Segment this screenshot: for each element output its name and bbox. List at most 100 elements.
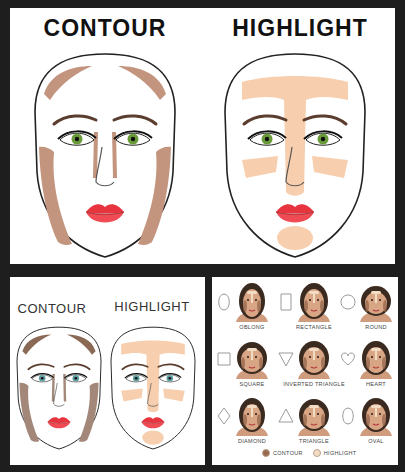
highlight-area (142, 430, 164, 444)
contour-mark (303, 414, 307, 426)
face-shape (243, 404, 261, 430)
contour-mark (321, 357, 325, 369)
contour-mark (259, 357, 263, 369)
contour-area (44, 66, 92, 100)
hair (299, 399, 329, 431)
lips (373, 367, 379, 368)
nose (96, 147, 114, 186)
contour-mark (366, 357, 370, 369)
contour-mark (382, 414, 386, 426)
shape-icon (218, 353, 230, 365)
iris (318, 134, 329, 145)
eye (31, 374, 54, 382)
shape-icon (219, 294, 230, 310)
highlight-area (242, 76, 348, 196)
eye (248, 131, 286, 145)
lips (373, 424, 379, 425)
highlight-area (121, 388, 143, 401)
portrait (298, 399, 330, 436)
eyebrow (114, 116, 156, 124)
face-shape (304, 289, 324, 317)
portrait (360, 341, 392, 379)
highlight-mark (375, 408, 377, 417)
label-position: OBLONG (239, 324, 264, 330)
lips (249, 424, 255, 425)
highlight-mark (371, 348, 381, 351)
portrait (236, 398, 268, 436)
portrait (298, 341, 330, 379)
contour-mark (304, 300, 308, 312)
eyebrow (64, 364, 89, 369)
highlight-mark (313, 294, 315, 303)
eyebrow (304, 116, 346, 124)
portrait (360, 286, 392, 322)
portrait (298, 283, 330, 322)
lips (276, 212, 314, 223)
hair (362, 398, 390, 432)
label-position: SQUARE (239, 381, 264, 387)
contour-mark (241, 357, 245, 369)
highlight-mark (247, 291, 257, 294)
iris (39, 375, 46, 382)
nose (54, 383, 65, 406)
label-position: CONTOUR (44, 16, 167, 41)
panel-heading: CONTOUR (44, 16, 167, 41)
contour-area (22, 334, 51, 354)
shape-name: ROUND (365, 324, 387, 330)
legend: CONTOURHIGHLIGHT (262, 449, 356, 457)
shape-icon (343, 408, 354, 424)
highlight-mark (371, 291, 381, 294)
hair (239, 283, 265, 319)
portrait (236, 283, 268, 322)
face-illustration (35, 54, 175, 257)
portrait (360, 398, 392, 436)
face-shape (366, 404, 386, 430)
eye (255, 299, 257, 301)
nose (148, 383, 159, 406)
highlight-mark (371, 405, 381, 408)
lips (86, 212, 124, 223)
eye (371, 356, 373, 358)
contour-mark (366, 414, 370, 426)
contour-mark (382, 357, 386, 369)
eye (371, 413, 373, 415)
portrait (236, 342, 268, 379)
contour-mark (365, 300, 369, 312)
lips (86, 204, 124, 213)
label-position: ROUND (365, 324, 387, 330)
contour-area (19, 383, 39, 442)
eye (317, 356, 319, 358)
hair (361, 286, 391, 316)
face-outline (225, 54, 365, 257)
face-outline (111, 327, 195, 449)
panel-heading: HIGHLIGHT (114, 300, 189, 314)
shape-name: OVAL (368, 438, 383, 444)
legend-text: HIGHLIGHT (324, 450, 357, 456)
lashes (125, 374, 148, 379)
shape-icon (342, 353, 355, 365)
highlight-mark (313, 351, 315, 360)
contour-mark (257, 300, 261, 312)
hair (299, 341, 329, 375)
face-shape (241, 348, 263, 372)
label-position: DIAMOND (238, 438, 266, 444)
eyebrow (54, 116, 96, 124)
lip-line (48, 422, 71, 423)
face-shape (365, 292, 387, 314)
nose (286, 147, 304, 186)
lips (142, 417, 165, 423)
highlight-area (163, 388, 185, 401)
eyebrow (244, 116, 286, 124)
lips (249, 367, 255, 368)
iris (72, 134, 83, 145)
highlight-mark (309, 348, 319, 351)
highlight-mark (251, 408, 253, 417)
contour-area (39, 147, 72, 245)
shape-name: INVERTED TRIANGLE (283, 381, 345, 387)
highlight-mark (313, 408, 315, 417)
pupil (168, 377, 171, 380)
highlight-mark (251, 294, 253, 303)
pupil (41, 377, 44, 380)
lips (249, 310, 255, 311)
